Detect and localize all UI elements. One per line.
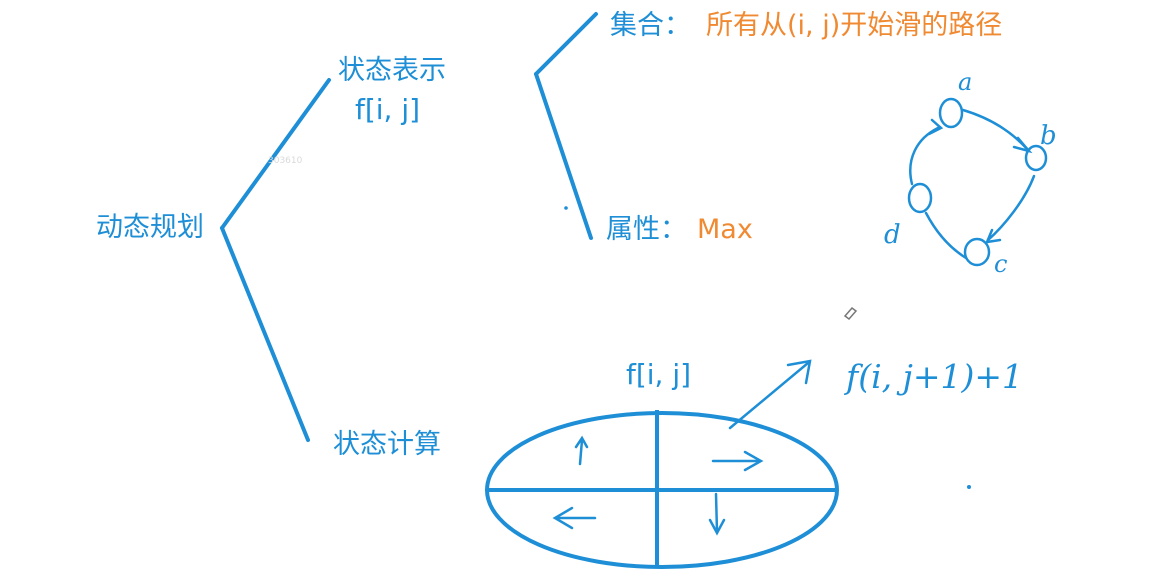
down-arrow [708, 492, 726, 536]
branch-to-state-repr [220, 78, 331, 230]
set-label: 集合： [610, 10, 691, 41]
node-b-label: b [1040, 121, 1057, 151]
ink-dot [967, 485, 971, 489]
state-calc-formula: f[i, j] [626, 358, 692, 391]
node-a-label: a [958, 68, 973, 96]
attr-label: 属性： [606, 214, 687, 245]
branch-to-set [534, 12, 598, 76]
state-calc-label: 状态计算 [333, 429, 441, 460]
left-arrow [552, 506, 597, 530]
up-arrow [574, 435, 589, 466]
attr-value: Max [697, 214, 753, 245]
branch-to-attr [534, 72, 593, 240]
pen-cursor-mark [843, 306, 858, 321]
watermark: 303610 [268, 156, 303, 166]
right-arrow [711, 450, 764, 472]
transition-arrow [728, 359, 812, 430]
state-repr-label: 状态表示 [338, 55, 446, 86]
state-repr-formula: f[i, j] [355, 93, 421, 126]
root-label: 动态规划 [96, 212, 204, 243]
ink-dot [564, 206, 568, 210]
set-value: 所有从(i, j)开始滑的路径 [706, 10, 1003, 41]
transition-formula: f(i, j+1)+1 [846, 357, 1024, 396]
node-d-label: d [884, 220, 901, 250]
node-cycle-sketch [907, 97, 1048, 267]
branch-to-state-calc [220, 226, 310, 442]
node-c-label: c [994, 250, 1008, 278]
